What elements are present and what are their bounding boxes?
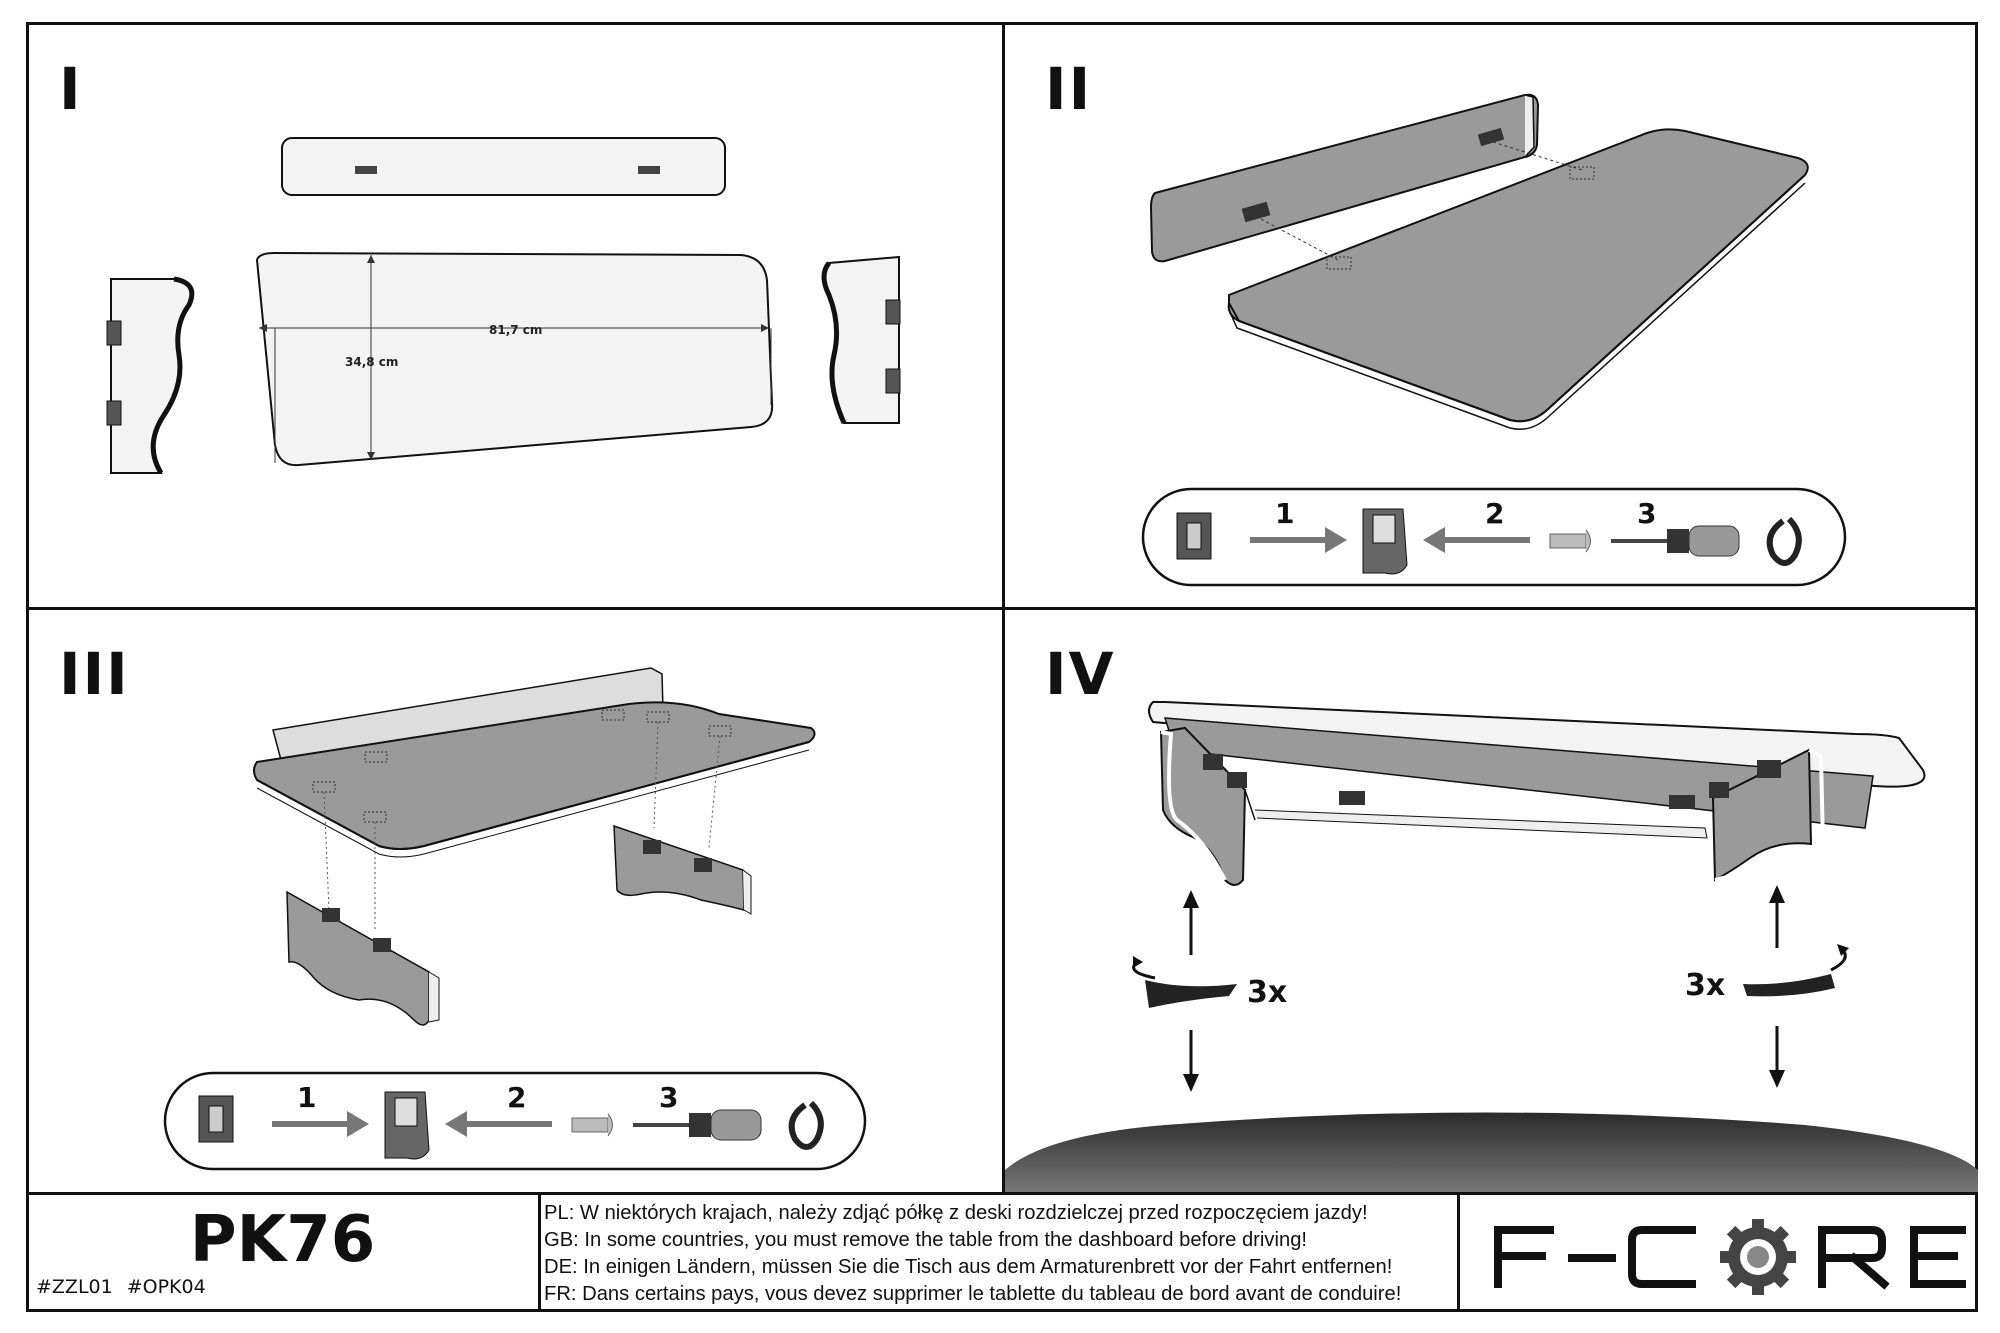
width-label: 81,7 cm	[489, 323, 542, 337]
arrow-icon	[1250, 527, 1347, 553]
step-2-label: 2	[507, 1081, 526, 1114]
left-leg	[286, 890, 440, 1026]
depth-label: 34,8 cm	[345, 355, 398, 369]
footer-divider	[26, 1192, 1978, 1195]
panel-1: I 81,7 cm 34,8 cm	[29, 25, 1002, 607]
rotation-count-right: 3x	[1685, 968, 1725, 1003]
screw-icon	[571, 1113, 613, 1137]
bracket-icon	[1362, 508, 1408, 575]
panel-number: IV	[1045, 640, 1116, 708]
note-pl: PL: W niektórych krajach, należy zdjąć p…	[544, 1202, 1368, 1224]
rotation-count-left: 3x	[1247, 975, 1287, 1010]
warning-notes: PL: W niektórych krajach, należy zdjąć p…	[544, 1200, 1450, 1308]
assembly-steps: 1 2 3	[1141, 487, 1847, 587]
panel-4-drawing: 3x 3x	[1005, 701, 1978, 1192]
step-2-label: 2	[1485, 497, 1504, 530]
table-top	[1227, 128, 1809, 430]
rotate-icon	[788, 1100, 824, 1150]
rotate-icon	[1743, 944, 1849, 997]
footer-divider-1	[538, 1192, 541, 1312]
step-1-label: 1	[297, 1081, 316, 1114]
table-assembly	[253, 667, 816, 930]
assembly-steps: 1 2 3	[163, 1071, 867, 1171]
screw-icon	[1549, 529, 1591, 553]
dashboard	[1005, 1112, 1978, 1192]
rotate-icon	[1132, 956, 1237, 1008]
note-de: DE: In einigen Ländern, müssen Sie die T…	[544, 1256, 1393, 1278]
panel-2: II 1	[1005, 25, 1978, 607]
note-gb: GB: In some countries, you must remove t…	[544, 1229, 1308, 1251]
panel-4: IV	[1005, 610, 1978, 1192]
note-fr: FR: Dans certains pays, vous devez suppr…	[544, 1283, 1402, 1305]
step-3-label: 3	[659, 1081, 678, 1114]
footer-divider-2	[1457, 1192, 1460, 1312]
lower-arrow-left	[1183, 1030, 1199, 1092]
gear-icon	[1720, 1219, 1796, 1295]
table-top: 81,7 cm 34,8 cm	[255, 251, 774, 467]
lift-arrow-left	[1183, 890, 1199, 955]
arrow-icon	[445, 1111, 552, 1137]
lower-arrow-right	[1769, 1026, 1785, 1088]
right-leg	[613, 824, 752, 915]
row-divider	[26, 607, 1978, 610]
product-code: #ZZL01	[36, 1276, 113, 1298]
model-number: PK76	[189, 1203, 376, 1277]
bracket-icon	[384, 1091, 430, 1160]
screwdriver-icon	[1611, 525, 1740, 557]
right-leg	[821, 255, 901, 425]
bracket-icon	[1176, 512, 1212, 560]
brand-logo	[1462, 1206, 1974, 1306]
panel-2-drawing: 1 2 3	[1141, 93, 1847, 587]
arrow-icon	[272, 1111, 369, 1137]
lift-arrow-right	[1769, 885, 1785, 948]
back-board	[1149, 93, 1540, 263]
screwdriver-icon	[633, 1109, 762, 1141]
mounted-table	[1148, 701, 1926, 886]
product-codes: #ZZL01 #OPK04	[36, 1276, 220, 1298]
left-leg	[106, 276, 195, 475]
panel-1-drawing: 81,7 cm 34,8 cm	[106, 137, 901, 475]
panel-3-drawing: 1 2 3	[163, 667, 867, 1171]
step-3-label: 3	[1637, 497, 1656, 530]
arrow-icon	[1423, 527, 1530, 553]
bracket-icon	[198, 1095, 234, 1143]
product-code: #OPK04	[126, 1276, 206, 1298]
panel-number: I	[59, 55, 83, 123]
panel-3: III	[29, 610, 1002, 1192]
panel-number: III	[59, 640, 130, 708]
step-1-label: 1	[1275, 497, 1294, 530]
panel-number: II	[1045, 55, 1093, 123]
rotate-icon	[1766, 516, 1802, 566]
back-board	[281, 137, 726, 196]
